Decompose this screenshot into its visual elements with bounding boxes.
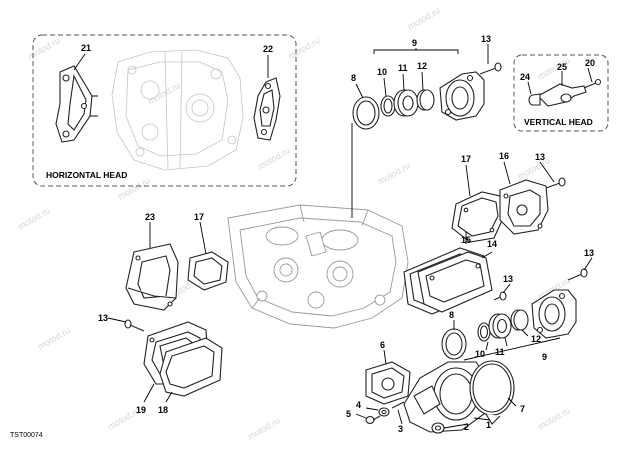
callout-9-upper: 9	[412, 38, 417, 48]
callout-21: 21	[81, 43, 91, 53]
part-21-bracket	[55, 65, 98, 143]
horizontal-head-panel: 21 22 HORIZONTAL HEAD	[32, 34, 297, 187]
watermark: motod.ru	[246, 415, 282, 441]
part-8-o-ring-lower	[441, 328, 467, 360]
part-6-gasket	[365, 361, 411, 405]
watermark: motod.ru	[286, 35, 322, 61]
part-17-gasket-right	[451, 191, 505, 243]
watermark: motod.ru	[376, 160, 412, 186]
callout-17-right: 17	[461, 154, 471, 164]
callout-13-right-cover: 13	[535, 152, 545, 162]
callout-8-lower: 8	[449, 310, 454, 320]
part-18-gasket	[159, 337, 223, 397]
part-12-spacer-upper	[416, 89, 435, 111]
cylinder-head-ghost	[227, 204, 409, 329]
part-5-screw	[365, 415, 381, 425]
right-cover-assembly: 17 16 13 15 14	[451, 151, 566, 249]
callout-17-left: 17	[194, 212, 204, 222]
part-24-bushing	[528, 93, 541, 106]
callout-9-lower: 9	[542, 352, 547, 362]
callout-6: 6	[380, 340, 385, 350]
callout-10-upper: 10	[377, 67, 387, 77]
watermark: motod.ru	[516, 155, 552, 181]
watermark: motod.ru	[256, 145, 292, 171]
part-8-o-ring-upper	[352, 96, 380, 130]
callout-11-lower: 11	[495, 347, 505, 357]
part-12-spacer-lower	[510, 309, 529, 331]
part-2-nut	[431, 422, 445, 434]
watermark: motod.ru	[406, 5, 442, 31]
part-22-bracket	[253, 77, 281, 141]
horizontal-head-title: HORIZONTAL HEAD	[46, 170, 127, 180]
callout-15: 15	[461, 235, 471, 245]
part-13-bolt-lower-right-a	[567, 268, 588, 281]
vertical-head-panel: 24 25 20 VERTICAL HEAD	[513, 54, 609, 132]
part-16-cover-right	[499, 179, 549, 235]
lower-bearing-assembly: 13 13 8 10 11 12 9	[441, 248, 594, 362]
part-4-washer	[378, 407, 390, 417]
part-20-screw	[583, 78, 602, 89]
callout-16: 16	[499, 151, 509, 161]
callout-13-left: 13	[98, 313, 108, 323]
callout-5: 5	[346, 409, 351, 419]
part-9-housing-lower	[531, 289, 577, 339]
callout-4: 4	[356, 400, 361, 410]
drawing-code: TST00074	[10, 432, 43, 439]
horizontal-head-ghost-engine	[111, 49, 244, 171]
callout-13-upper: 13	[481, 34, 491, 44]
part-23-bracket	[125, 243, 179, 311]
part-3-stud	[391, 401, 405, 409]
vertical-head-title: VERTICAL HEAD	[524, 117, 593, 127]
part-11-bearing-lower	[488, 313, 512, 339]
callout-13-lower-right-a: 13	[584, 248, 594, 258]
center-cover-assembly	[403, 247, 493, 315]
callout-3: 3	[398, 424, 403, 434]
callout-7: 7	[520, 404, 525, 414]
watermark: motod.ru	[16, 205, 52, 231]
callout-12-lower: 12	[531, 334, 541, 344]
part-13-bolt-left	[124, 319, 145, 332]
part-11-bearing-upper	[393, 89, 419, 117]
callout-25: 25	[557, 62, 567, 72]
callout-12-upper: 12	[417, 61, 427, 71]
watermark: motod.ru	[536, 405, 572, 431]
callout-2: 2	[464, 422, 469, 432]
callout-18: 18	[158, 405, 168, 415]
callout-11-upper: 11	[398, 63, 408, 73]
part-17-gasket-left	[187, 251, 229, 291]
part-10-circlip-lower	[477, 322, 491, 342]
part-7-clamp	[469, 360, 515, 425]
callout-22: 22	[263, 44, 273, 54]
part-10-circlip-upper	[380, 95, 396, 117]
part-14-cover-center	[417, 251, 493, 313]
callout-19: 19	[136, 405, 146, 415]
callout-20: 20	[585, 58, 595, 68]
callout-1: 1	[486, 420, 491, 430]
left-lower-assembly: 13 19 18	[98, 313, 223, 415]
callout-14: 14	[487, 239, 497, 249]
part-9-housing-upper	[439, 71, 485, 121]
callout-8-upper: 8	[351, 73, 356, 83]
left-upper-assembly: 23 17	[125, 212, 229, 311]
bottom-center-assembly: 6 7 1 2 3 4 5	[346, 340, 525, 434]
part-13-bolt-right-cover	[545, 177, 566, 189]
callout-13-lower-right-b: 13	[503, 274, 513, 284]
part-1-intake-manifold	[403, 361, 489, 433]
callout-23: 23	[145, 212, 155, 222]
watermark: motod.ru	[146, 80, 182, 106]
watermark: motod.ru	[36, 325, 72, 351]
part-13-bolt-lower-right-b	[493, 291, 507, 301]
part-13-bolt-upper	[479, 62, 502, 75]
upper-bearing-assembly: 9	[351, 34, 502, 130]
part-25-rocker-arm	[537, 83, 587, 107]
callout-10-lower: 10	[475, 349, 485, 359]
watermark: motod.ru	[26, 35, 62, 61]
callout-24: 24	[520, 72, 530, 82]
